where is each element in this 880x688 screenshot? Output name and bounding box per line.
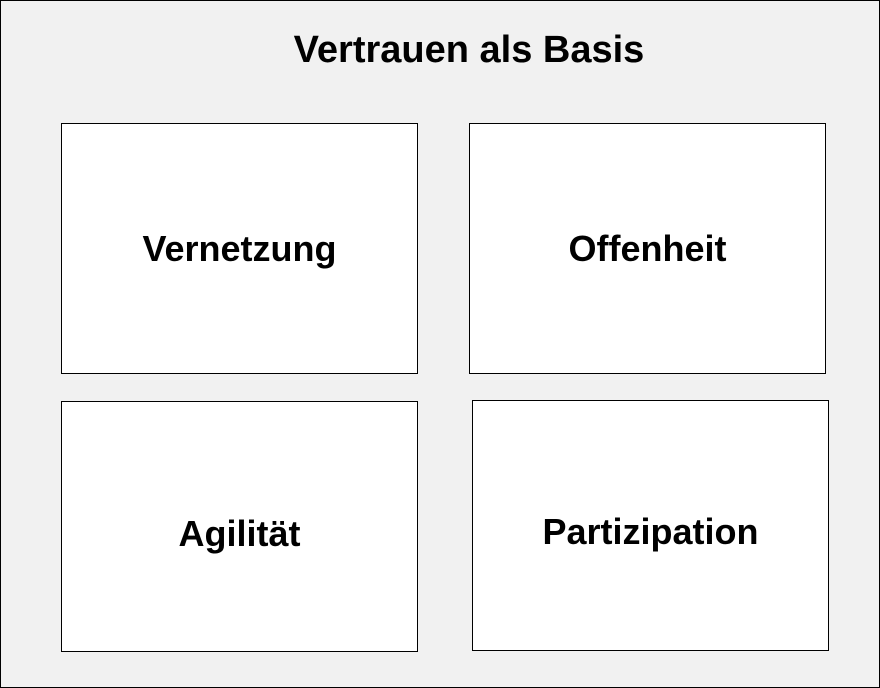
box-label: Agilität [178,512,301,554]
box-vernetzung: Vernetzung [61,123,418,374]
box-offenheit: Offenheit [469,123,826,374]
diagram-title: Vertrauen als Basis [293,29,645,71]
box-label: Partizipation [542,510,759,552]
box-label: Offenheit [568,227,727,269]
box-label: Vernetzung [142,227,337,269]
box-agilitaet: Agilität [61,401,418,652]
box-partizipation: Partizipation [472,400,829,651]
